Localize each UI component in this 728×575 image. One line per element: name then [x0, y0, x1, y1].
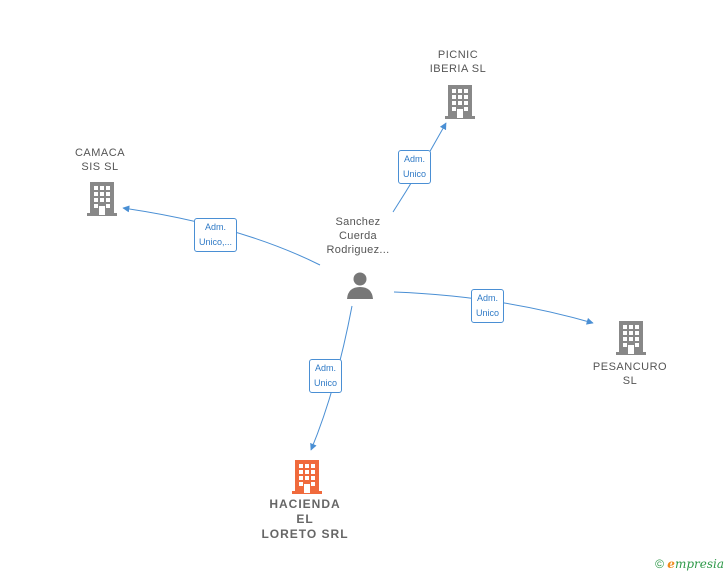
building-icon[interactable] — [444, 83, 476, 119]
picnic-iberia-label-line: PICNIC — [437, 49, 479, 61]
camaca-sis-label[interactable]: CAMACA SIS SL — [50, 146, 150, 174]
picnic-iberia-label[interactable]: PICNIC IBERIA SL — [408, 48, 508, 76]
person-label-line: Rodriguez... — [326, 244, 390, 256]
copyright-icon: © — [655, 557, 664, 571]
edge-label-line: Adm. — [315, 363, 337, 373]
pesancuro-label-line: PESANCURO — [592, 361, 668, 373]
person-icon[interactable] — [345, 270, 375, 300]
hacienda-label-line: EL — [296, 512, 314, 526]
pesancuro-label-line: SL — [622, 375, 638, 387]
hacienda-label-line: LORETO SRL — [261, 527, 349, 541]
edge-label-hacienda[interactable]: Adm. Unico — [309, 359, 343, 393]
edge-label-line: Adm. — [404, 154, 426, 164]
camaca-sis-label-line: SIS SL — [81, 161, 119, 173]
edge-label-pesancuro[interactable]: Adm. Unico — [471, 289, 505, 323]
brand-text: mpresia — [674, 557, 724, 571]
edge-label-camaca[interactable]: Adm. Unico,... — [194, 218, 238, 252]
building-icon[interactable] — [615, 319, 647, 355]
empresia-brand: © empresia — [655, 557, 724, 571]
picnic-iberia-label-line: IBERIA SL — [429, 63, 487, 75]
hacienda-el-loreto-label[interactable]: HACIENDA EL LORETO SRL — [245, 497, 365, 542]
hacienda-label-line: HACIENDA — [269, 497, 341, 511]
building-icon[interactable] — [86, 180, 118, 216]
person-label[interactable]: Sanchez Cuerda Rodriguez... — [310, 215, 406, 257]
edge-label-line: Unico — [476, 308, 500, 318]
edge-label-line: Adm. — [477, 293, 499, 303]
edge-label-line: Unico,... — [199, 237, 233, 247]
person-label-line: Cuerda — [339, 230, 377, 242]
edge-label-line: Unico — [403, 169, 427, 179]
edge-label-line: Unico — [314, 378, 338, 388]
edge-label-line: Adm. — [205, 222, 227, 232]
pesancuro-label[interactable]: PESANCURO SL — [580, 360, 680, 388]
building-main-icon[interactable] — [291, 458, 323, 494]
edge-label-picnic[interactable]: Adm. Unico — [398, 150, 432, 184]
camaca-sis-label-line: CAMACA — [74, 147, 126, 159]
brand-letter: e — [667, 557, 675, 571]
person-label-line: Sanchez — [335, 216, 381, 228]
